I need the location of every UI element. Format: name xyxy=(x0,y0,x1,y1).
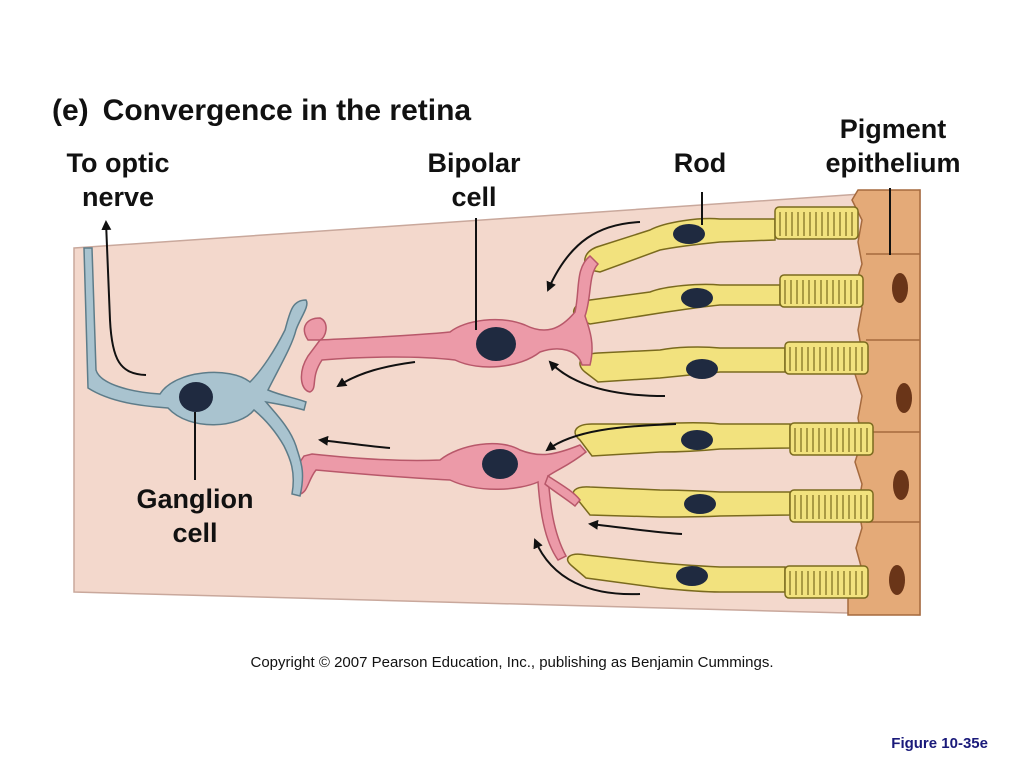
rod-nucleus xyxy=(673,224,705,244)
signal-arrow xyxy=(533,538,641,596)
pigment-epithelium-label: Pigment epithelium xyxy=(825,114,961,178)
bipolar-nucleus xyxy=(476,327,516,361)
bipolar-nucleus xyxy=(482,449,518,479)
optic-nerve-arrow xyxy=(101,220,147,376)
bipolar-cells xyxy=(294,254,600,561)
pigment-nucleus xyxy=(892,273,908,303)
rod-label: Rod xyxy=(673,148,727,178)
rod-nucleus xyxy=(676,566,708,586)
ganglion-cell xyxy=(83,247,308,497)
signal-arrow xyxy=(318,435,391,449)
rod-nucleus xyxy=(686,359,718,379)
rod-nucleus xyxy=(684,494,716,514)
ganglion-cell-label: Ganglion cell xyxy=(136,484,254,548)
pigment-nucleus xyxy=(889,565,905,595)
copyright-notice: Copyright © 2007 Pearson Education, Inc.… xyxy=(250,654,774,671)
bipolar-cell-label: Bipolar cell xyxy=(427,148,521,212)
signal-arrow xyxy=(336,361,416,388)
panel-tag: (e) xyxy=(52,94,89,127)
pigment-nucleus xyxy=(896,383,912,413)
rods xyxy=(566,206,874,599)
diagram-title: (e) Convergence in the retina xyxy=(52,94,471,128)
bipolar-cell-lower xyxy=(294,442,588,561)
rod-nucleus xyxy=(681,288,713,308)
signal-arrow xyxy=(548,360,666,397)
signal-arrow xyxy=(588,519,683,535)
bipolar-cell-upper xyxy=(300,254,600,393)
pigment-nucleus xyxy=(893,470,909,500)
optic-nerve-label: To optic nerve xyxy=(66,148,170,212)
signal-arrows xyxy=(101,220,683,596)
figure-reference: Figure 10-35e xyxy=(891,735,988,752)
signal-arrow xyxy=(546,221,641,292)
rod-nucleus xyxy=(681,430,713,450)
signal-arrow xyxy=(545,423,677,452)
ganglion-nucleus xyxy=(179,382,213,412)
title-text: Convergence in the retina xyxy=(102,94,472,127)
leader-lines xyxy=(194,188,891,480)
